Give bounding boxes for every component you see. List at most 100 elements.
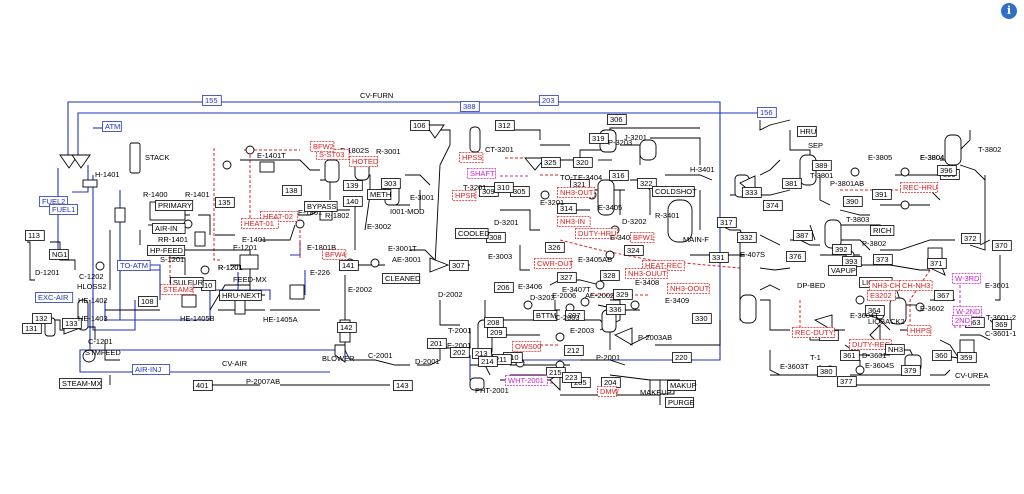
block-label-d-3203: D-3203 xyxy=(530,293,555,302)
block-label-he-1402: HE-1402 xyxy=(78,296,108,305)
block-label-text: E-3805 xyxy=(868,153,892,162)
block-label-text: E-3406 xyxy=(518,282,542,291)
block-label-t-3601-2: T-3601-2 xyxy=(986,313,1016,322)
block-label-d-2001: D-2001 xyxy=(415,357,440,366)
block-label-text: H-3401 xyxy=(690,165,715,174)
stream-label-text: 312 xyxy=(498,121,511,130)
block-label-fuel1: FUEL1 xyxy=(49,204,78,215)
block-label-sep: SEP xyxy=(808,141,823,150)
stream-label-text: 132 xyxy=(35,314,48,323)
block-label-text: P-2003AB xyxy=(638,333,672,342)
block-label-d-3202: D-3202 xyxy=(622,217,647,226)
stream-label-text: 393 xyxy=(845,257,858,266)
info-icon[interactable]: i xyxy=(1001,3,1017,19)
block-label-e-3002: E-3002 xyxy=(367,222,391,231)
block-label-text: P-3203 xyxy=(608,138,632,147)
stream-label-text: 360 xyxy=(935,351,948,360)
stream-label-207: 207 xyxy=(565,310,585,321)
block-label-e-3603t: E-3603T xyxy=(780,362,809,371)
stream-label-text: 204 xyxy=(604,378,617,387)
stream-label-401: 401 xyxy=(193,380,213,391)
block-label-e-3405ab: E-3405AB xyxy=(578,255,612,264)
block-label-text: DMW xyxy=(600,387,620,396)
block-label-text: HEAT-01 xyxy=(244,219,274,228)
block-label-text: P-3801AB xyxy=(830,179,864,188)
stream-label-371: 371 xyxy=(927,258,947,269)
block-label-stmfeed: STMFEED xyxy=(85,348,121,357)
stream-label-307: 307 xyxy=(449,260,469,271)
stream-label-text: 142 xyxy=(340,323,353,332)
block-label-text: HE-1405B xyxy=(180,314,215,323)
stream-label-373: 373 xyxy=(873,254,893,265)
block-label-text: E-1801B xyxy=(307,243,336,252)
block-label-text: CV-UREA xyxy=(955,371,988,380)
block-label-e-1801b: E-1801B xyxy=(307,243,336,252)
block-label-text: H-1401 xyxy=(95,170,120,179)
block-label-text: PRIMARY xyxy=(158,201,192,210)
block-label-text: E3202 xyxy=(870,291,892,300)
stream-label-388: 388 xyxy=(460,101,480,112)
block-label-c-3601-1: C-3601-1 xyxy=(985,329,1016,338)
block-label-text: REC-DUTY xyxy=(795,328,834,337)
stream-label-131: 131 xyxy=(22,323,42,334)
stream-label-214: 214 xyxy=(478,356,498,367)
block-label-text: W-2ND xyxy=(956,307,981,316)
block-label-hpsr: HPSR xyxy=(452,190,476,201)
block-label-e-3001: E-3001 xyxy=(410,193,434,202)
block-label-c-2001: C-2001 xyxy=(368,351,393,360)
stream-label-text: 156 xyxy=(760,108,773,117)
block-label-text: E-1401 xyxy=(242,235,266,244)
block-label-text: E-3603T xyxy=(780,362,809,371)
block-label-text: MAKEUP xyxy=(640,388,672,397)
block-label-text: HPSR xyxy=(455,191,476,200)
block-label-e-1201: E-1201 xyxy=(233,243,257,252)
block-label-text: E-3804 xyxy=(920,153,944,162)
stream-label-text: 113 xyxy=(28,231,40,240)
block-label-text: NH3-OOUT xyxy=(670,284,710,293)
stream-label-text: 220 xyxy=(675,353,688,362)
stream-label-306: 306 xyxy=(607,114,627,125)
block-label-text: AIR-IN xyxy=(155,224,178,233)
block-label-e-2001: E-2001 xyxy=(447,341,471,350)
block-label-nh3-ouut: NH3-OUUT xyxy=(625,268,668,279)
block-label-text: T-3802 xyxy=(978,145,1001,154)
stream-label-text: 215 xyxy=(549,368,562,377)
stream-label-text: 391 xyxy=(875,190,888,199)
block-label-bypass: BYPASS xyxy=(304,201,338,212)
block-label-stack: STACK xyxy=(145,153,169,162)
block-label-dp-bed: DP-BED xyxy=(797,281,826,290)
block-label-text: TO-ATM xyxy=(120,261,148,270)
block-label-text: STACK xyxy=(145,153,169,162)
block-label-e-407s: E-407S xyxy=(740,250,765,259)
block-label-shaft: SHAFT xyxy=(467,168,496,179)
block-label-text: I001-MOD xyxy=(390,207,425,216)
stream-label-369: 369 xyxy=(992,319,1012,330)
stream-label-text: 316 xyxy=(612,171,625,180)
block-label-text: E-2001 xyxy=(447,341,471,350)
block-label-text: FUEL1 xyxy=(52,205,75,214)
block-label-text: BFW4 xyxy=(325,250,346,259)
block-label-e-2002: E-2002 xyxy=(348,285,372,294)
stream-label-139: 139 xyxy=(343,180,363,191)
t-3803-column xyxy=(824,219,842,249)
block-label-steam3: STEAM3 xyxy=(160,284,194,295)
block-label-text: E-1802S xyxy=(340,146,369,155)
stream-label-393: 393 xyxy=(842,256,862,267)
block-label-text: R-3001 xyxy=(376,147,401,156)
stream-label-203: 203 xyxy=(539,95,559,106)
block-label-text: VAPUP xyxy=(831,266,856,275)
block-label-c-2003: C-2003 xyxy=(555,313,580,322)
block-label-text: E-3407T xyxy=(562,285,591,294)
stream-label-text: 321 xyxy=(573,180,586,189)
block-label-primary: PRIMARY xyxy=(155,200,194,211)
block-label-text: E-3604S xyxy=(865,361,894,370)
block-label-text: HEAT-REC xyxy=(645,261,683,270)
block-label-p-3802: P-3802 xyxy=(862,239,886,248)
stream-label-223: 223 xyxy=(562,372,582,383)
block-label-text: BTTM xyxy=(536,311,556,320)
block-label-text: C-3601-1 xyxy=(985,329,1016,338)
stream-label-text: 389 xyxy=(815,161,828,170)
stream-label-396: 396 xyxy=(937,165,957,176)
stream-label-text: 211 xyxy=(495,355,507,364)
